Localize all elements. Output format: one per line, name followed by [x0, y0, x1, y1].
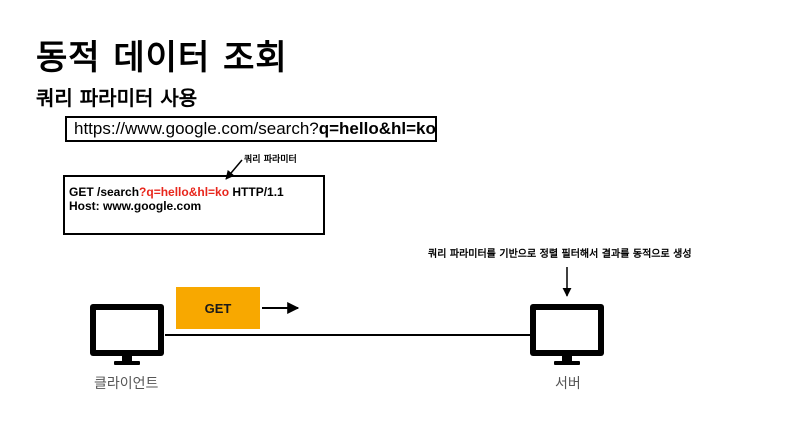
http-request-box: GET /search?q=hello&hl=ko HTTP/1.1 Host:…	[63, 175, 325, 235]
get-label: GET	[204, 300, 232, 316]
request-method-path: GET /search	[69, 185, 140, 199]
client-monitor-icon	[90, 304, 164, 365]
request-query: ?q=hello&hl=ko	[139, 185, 230, 199]
url-box: https://www.google.com/search?q=hello&hl…	[65, 116, 437, 142]
query-param-arrow	[225, 159, 243, 180]
request-line: GET /search?q=hello&hl=ko HTTP/1.1	[69, 185, 323, 199]
server-monitor-icon	[530, 304, 604, 365]
page-title: 동적 데이터 조회	[36, 38, 288, 78]
server-label: 서버	[555, 376, 581, 392]
request-protocol: HTTP/1.1	[229, 185, 284, 199]
client-label: 클라이언트	[94, 376, 159, 392]
query-param-label: 쿼리 파라미터	[244, 155, 297, 165]
url-query: q=hello&hl=ko	[318, 119, 436, 138]
url-base: https://www.google.com/search?	[74, 119, 319, 138]
get-request-badge: GET	[176, 287, 260, 329]
server-note: 쿼리 파라미터를 기반으로 정렬 필터해서 결과를 동적으로 생성	[428, 249, 692, 260]
page-subtitle: 쿼리 파라미터 사용	[36, 86, 198, 110]
request-host-line: Host: www.google.com	[69, 199, 202, 213]
